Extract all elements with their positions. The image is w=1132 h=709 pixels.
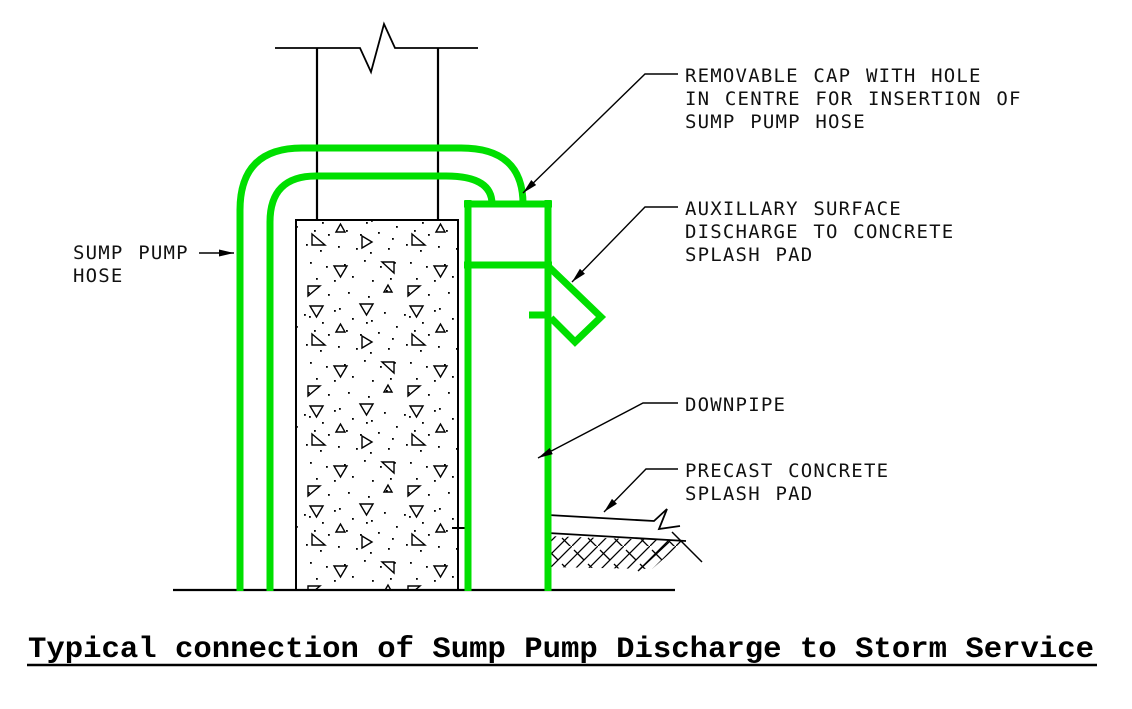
callout-auxillary-line-3: SPLASH PAD <box>685 244 813 266</box>
hose-inner-line <box>266 172 496 591</box>
callout-removable-cap: REMOVABLE CAP WITH HOLE IN CENTRE FOR IN… <box>685 65 1022 133</box>
callout-sump-pump-hose-line-1: SUMP PUMP <box>73 242 189 264</box>
hose-outer-line <box>236 144 527 591</box>
drawing-title: Typical connection of Sump Pump Discharg… <box>28 633 1094 667</box>
callout-precast-line-1: PRECAST CONCRETE <box>685 460 889 482</box>
callout-removable-cap-line-2: IN CENTRE FOR INSERTION OF <box>685 88 1022 110</box>
concrete-encasement-column <box>295 219 459 591</box>
callout-auxillary-line-2: DISCHARGE TO CONCRETE <box>685 221 954 243</box>
callout-removable-cap-line-1: REMOVABLE CAP WITH HOLE <box>685 65 982 87</box>
pipe-break-line <box>275 21 478 75</box>
auxillary-discharge-spout <box>545 263 607 347</box>
callout-precast-line-2: SPLASH PAD <box>685 483 813 505</box>
precast-splash-pad <box>547 508 703 572</box>
leader-precast-pad <box>603 468 678 513</box>
callout-downpipe-line-1: DOWNPIPE <box>685 394 786 416</box>
earth-hatch <box>548 536 684 569</box>
pad-bottom-line <box>547 532 687 542</box>
callout-sump-pump-hose-line-2: HOSE <box>73 265 124 287</box>
callout-downpipe: DOWNPIPE <box>685 394 786 416</box>
callout-auxillary-discharge: AUXILLARY SURFACE DISCHARGE TO CONCRETE … <box>685 198 954 266</box>
pad-break-stray-line-2 <box>637 541 670 572</box>
callout-auxillary-line-1: AUXILLARY SURFACE <box>685 198 902 220</box>
pad-break-stray-line-1 <box>671 531 703 563</box>
pad-top-line-with-break <box>547 508 681 531</box>
callout-removable-cap-line-3: SUMP PUMP HOSE <box>685 111 866 133</box>
leader-removable-cap <box>522 73 678 194</box>
callout-precast-pad: PRECAST CONCRETE SPLASH PAD <box>685 460 889 505</box>
callout-sump-pump-hose: SUMP PUMP HOSE <box>73 242 189 287</box>
leader-auxillary-discharge <box>571 206 678 283</box>
sump-pump-hose <box>236 144 527 591</box>
leader-downpipe <box>537 402 678 459</box>
storm-service-riser <box>275 21 478 220</box>
downpipe-assembly <box>464 200 607 591</box>
